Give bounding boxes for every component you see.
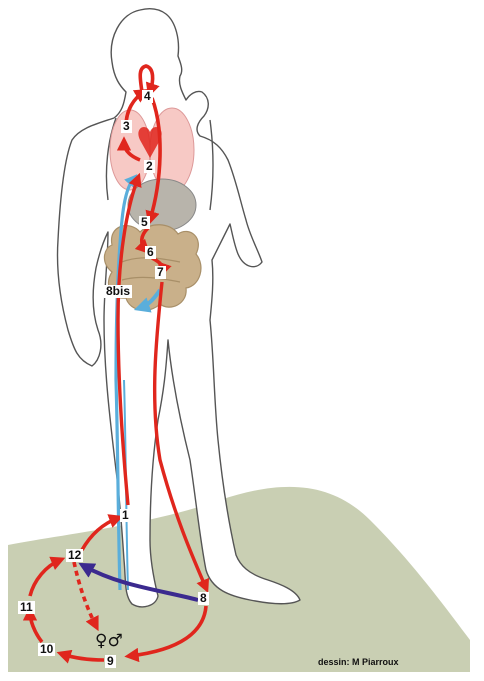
sex-symbol: ♀♂ (95, 631, 123, 651)
stage-label-8bis: 8bis (104, 285, 132, 298)
stage-label-4: 4 (142, 90, 153, 103)
stage-label-11: 11 (18, 601, 35, 614)
stage-label-8: 8 (198, 592, 209, 605)
drawing-credit: dessin: M Piarroux (318, 657, 399, 667)
stage-label-6: 6 (145, 246, 156, 259)
stage-label-7: 7 (155, 266, 166, 279)
stage-label-1: 1 (120, 509, 131, 522)
stage-label-10: 10 (38, 643, 55, 656)
stage-label-9: 9 (105, 655, 116, 668)
stage-label-2: 2 (144, 160, 155, 173)
stage-label-3: 3 (121, 120, 132, 133)
stage-label-12: 12 (66, 549, 83, 562)
stage-label-5: 5 (139, 216, 150, 229)
